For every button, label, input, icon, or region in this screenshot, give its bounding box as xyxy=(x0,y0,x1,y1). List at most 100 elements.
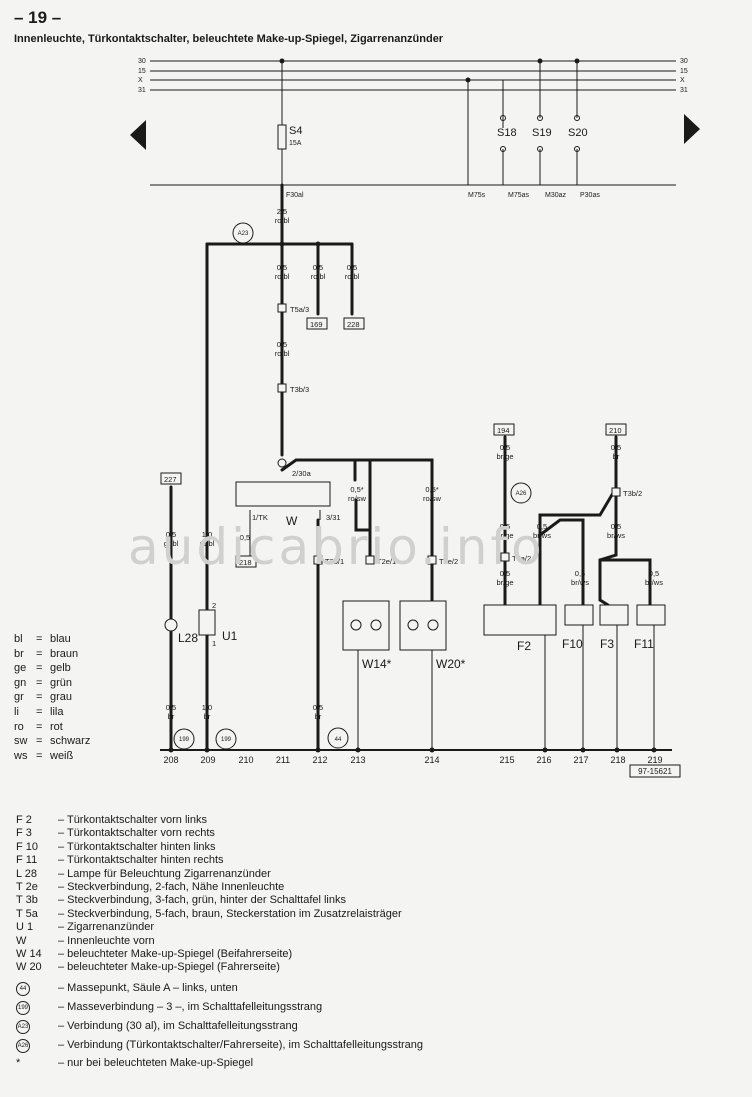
ground-marker-label: 199 xyxy=(179,737,190,743)
track-number: 210 xyxy=(238,755,253,765)
ref-box-label: 194 xyxy=(497,426,510,435)
component-desc: – Türkontaktschalter vorn links xyxy=(58,814,207,826)
connector-label: 2/30a xyxy=(292,469,312,478)
ref-box-218 xyxy=(235,555,257,568)
fuse-m30az: M30az xyxy=(545,192,567,199)
wire-color: gr/bl xyxy=(164,539,179,548)
figure-id: 97-15621 xyxy=(638,767,672,776)
track-number: 214 xyxy=(424,755,439,765)
wire-size: 0,5 xyxy=(611,443,621,452)
ref-box-210 xyxy=(605,423,627,436)
lamp-w20-a xyxy=(407,619,419,631)
wire-color: ro/bl xyxy=(200,539,215,548)
color-name: grün xyxy=(50,676,73,689)
ref-box-label: 210 xyxy=(609,426,622,435)
component-legend: F 2 – Türkontaktschalter vorn links F 3 – … xyxy=(16,814,423,1070)
wire-size: 1,0 xyxy=(202,530,212,539)
bus-label-15-right: 15 xyxy=(680,68,688,75)
wiring-diagram: 30 15 X 31 30 15 X 31 S4 S18 S19 S20 15A… xyxy=(130,58,700,778)
wire-color: br xyxy=(315,712,322,721)
component-id: W xyxy=(16,934,27,947)
bus-label-x-right: X xyxy=(680,77,685,84)
fuse-m75s: M75s xyxy=(468,192,486,199)
wire-size: 0,5 xyxy=(313,703,323,712)
fuse-m75as: M75as xyxy=(508,192,530,199)
connector-label: 1/TK xyxy=(252,513,268,522)
fuse-s18-label: S18 xyxy=(497,127,517,139)
wire-size: 0,5 xyxy=(313,263,323,272)
figure-id-box xyxy=(629,764,681,778)
component-id: F 3 xyxy=(16,827,32,840)
component-id: T 2e xyxy=(16,881,38,894)
wire-color: ro/sw xyxy=(423,494,442,503)
connector-label: 3/31 xyxy=(326,513,341,522)
connector-label: T5a/3 xyxy=(290,305,309,314)
component-id: T 3b xyxy=(16,894,38,907)
marker-label: A23 xyxy=(238,231,249,237)
symbol-desc: – Masseverbindung – 3 –, im Schalttafell… xyxy=(58,1000,323,1013)
component-label: W xyxy=(286,514,298,528)
symbol-desc: – Massepunkt, Säule A – links, unten xyxy=(58,981,238,994)
component-id: F 2 xyxy=(16,814,32,826)
color-name: braun xyxy=(50,647,79,660)
component-f10 xyxy=(564,604,594,626)
wire-size: 0,5 xyxy=(649,569,659,578)
component-w xyxy=(235,481,331,507)
connector-label: 2 xyxy=(212,601,216,610)
color-code: gn xyxy=(14,676,27,689)
asterisk-symbol: * xyxy=(16,1056,21,1069)
wire-color: br/ge xyxy=(496,578,513,587)
color-name: lila xyxy=(50,705,64,718)
bus-label-x: X xyxy=(138,77,143,84)
connector-label: T3b/1 xyxy=(325,557,344,566)
track-number: 218 xyxy=(610,755,625,765)
wire-color: br/ge xyxy=(496,452,513,461)
wire-size: 0,5 xyxy=(611,522,621,531)
bus-label-31: 31 xyxy=(138,87,146,94)
bus-label-30-right: 30 xyxy=(680,58,688,65)
wire-color: br/ge xyxy=(496,531,513,540)
wire-color: ro/bl xyxy=(275,216,290,225)
connection-symbol-icon: A26 xyxy=(16,1038,30,1053)
wire-color: br/ws xyxy=(533,531,551,540)
ground-marker-44 xyxy=(327,727,349,749)
connector-t3b3 xyxy=(277,383,287,393)
fuse-s4 xyxy=(277,124,287,150)
track-number: 217 xyxy=(573,755,588,765)
connector-label: T2e/1 xyxy=(377,557,396,566)
bus-label-30: 30 xyxy=(138,58,146,65)
fuse-s18 xyxy=(500,115,506,121)
connector-t3b1 xyxy=(313,555,323,565)
wire-size: 0,5 xyxy=(500,569,510,578)
ground-marker-199b xyxy=(215,728,237,750)
marker-a23 xyxy=(232,222,254,244)
connector-t5a2 xyxy=(500,552,510,562)
page-number: – 19 – xyxy=(14,8,62,27)
component-id: L 28 xyxy=(16,867,38,880)
component-label: U1 xyxy=(222,629,238,643)
connector-t5a3 xyxy=(277,303,287,313)
color-code: sw xyxy=(14,735,28,748)
ground-symbol-icon: 44 xyxy=(16,981,30,996)
color-name: rot xyxy=(50,720,63,733)
symbol-desc: – Verbindung (Türkontaktschalter/Fahrers… xyxy=(58,1038,424,1051)
component-label: F10 xyxy=(562,637,583,651)
color-code: gr xyxy=(14,691,24,704)
symbol-desc: – nur bei beleuchteten Make-up-Spiegel xyxy=(58,1056,254,1069)
component-desc: – Steckverbindung, 3-fach, grün, hinter … xyxy=(58,894,346,907)
ref-box-label: 228 xyxy=(347,320,360,329)
symbol-desc: – Verbindung (30 al), im Schalttafelleit… xyxy=(58,1019,298,1032)
component-id: F 10 xyxy=(16,840,39,853)
component-desc: – Steckverbindung, 2-fach, Nähe Innenleu… xyxy=(58,881,285,894)
wire-color: br/ws xyxy=(645,578,663,587)
connector-label: T3b/3 xyxy=(290,385,309,394)
component-f11 xyxy=(636,604,666,626)
component-id: T 5a xyxy=(16,907,38,920)
ref-box-label: 218 xyxy=(239,558,252,567)
wire-size: 0,5 xyxy=(240,533,250,542)
wire-size: 2,5 xyxy=(277,207,287,216)
ground-marker-label: 199 xyxy=(221,737,232,743)
component-u1 xyxy=(198,609,216,636)
color-name: blau xyxy=(50,633,71,645)
track-number: 219 xyxy=(647,755,662,765)
